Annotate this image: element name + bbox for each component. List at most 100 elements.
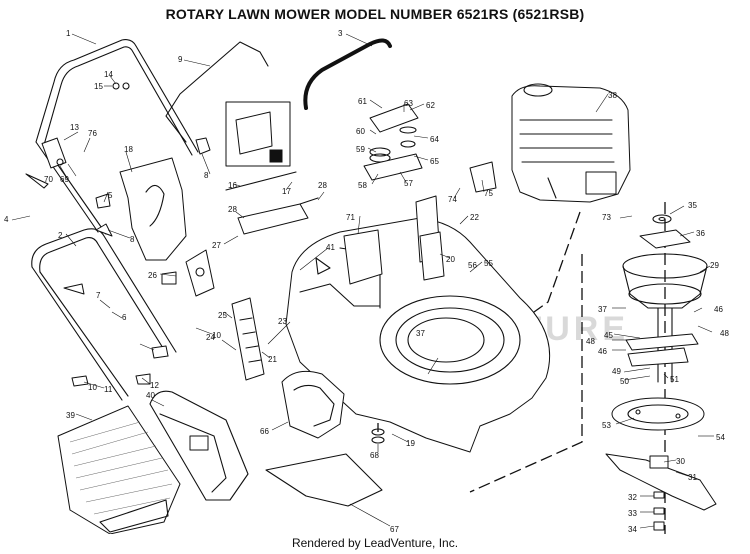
callout-28b: 28 [228, 205, 237, 214]
control-cable [303, 38, 392, 110]
callout-15: 15 [94, 82, 103, 91]
callout-13: 13 [70, 123, 79, 132]
callout-3: 3 [338, 29, 343, 38]
callout-27: 27 [212, 241, 221, 250]
callout-2: 2 [58, 231, 63, 240]
callout-34: 34 [628, 525, 637, 534]
callout-31: 31 [688, 473, 697, 482]
credit-footer: Rendered by LeadVenture, Inc. [291, 536, 459, 550]
callout-50: 50 [620, 377, 629, 386]
callout-36: 36 [696, 229, 705, 238]
blade-baffle [622, 253, 708, 309]
callout-59: 59 [356, 145, 365, 154]
callout-16: 16 [228, 181, 237, 190]
callout-68: 68 [370, 451, 379, 460]
mulch-plug [265, 453, 383, 507]
callout-33: 33 [628, 509, 637, 518]
cutting-blade [605, 453, 717, 511]
callout-22: 22 [470, 213, 479, 222]
callout-1: 1 [66, 29, 71, 38]
callout-51: 51 [670, 375, 679, 384]
blade-shaft [625, 307, 699, 383]
parts-diagram: LEADVENTURE [4, 29, 729, 534]
callout-14: 14 [104, 70, 113, 79]
callout-8a: 8 [130, 235, 135, 244]
discharge-chute [281, 370, 345, 439]
callout-65: 65 [430, 157, 439, 166]
bag-frame [149, 390, 249, 501]
callout-12: 12 [150, 381, 159, 390]
callout-75: 75 [484, 189, 493, 198]
callout-9: 9 [178, 55, 183, 64]
callout-74: 74 [448, 195, 457, 204]
callout-7: 7 [96, 291, 101, 300]
callout-19: 19 [406, 439, 415, 448]
callout-67: 67 [390, 525, 399, 534]
callout-26: 26 [148, 271, 157, 280]
callout-63: 63 [404, 99, 413, 108]
callout-41: 41 [326, 243, 335, 252]
callout-76: 76 [88, 129, 97, 138]
callout-54: 54 [716, 433, 725, 442]
height-adjuster-left [185, 249, 215, 297]
callout-71: 71 [346, 213, 355, 222]
callout-46a: 46 [714, 305, 723, 314]
assembly-line-engine [519, 211, 581, 323]
washer-35 [652, 214, 672, 224]
callout-29: 29 [710, 261, 719, 270]
callout-48b: 48 [586, 337, 595, 346]
callout-10b: 10 [88, 383, 97, 392]
hardware-nuts [25, 82, 385, 444]
callout-55: 55 [484, 259, 493, 268]
upper-handle [35, 39, 199, 235]
callout-39: 39 [66, 411, 75, 420]
callout-32: 32 [628, 493, 637, 502]
callout-11: 11 [104, 385, 113, 394]
callout-61: 61 [358, 97, 367, 106]
callout-46b: 46 [598, 347, 607, 356]
lower-handle [31, 228, 177, 401]
callout-37b: 37 [416, 329, 425, 338]
callout-45: 45 [604, 331, 613, 340]
callout-8b: 8 [204, 171, 209, 180]
callout-70: 70 [44, 175, 53, 184]
bracket-20 [415, 195, 445, 281]
callout-25: 25 [218, 311, 227, 320]
callout-37a: 37 [598, 305, 607, 314]
spacer-36 [639, 229, 691, 249]
callout-56: 56 [468, 261, 477, 270]
control-rod [165, 41, 269, 143]
callout-23: 23 [278, 317, 287, 326]
callout-17: 17 [282, 187, 291, 196]
rear-shield [119, 157, 187, 261]
callout-18: 18 [124, 145, 133, 154]
callout-28a: 28 [318, 181, 327, 190]
engine [511, 83, 631, 203]
callout-24: 24 [206, 333, 215, 342]
grass-bag [57, 405, 181, 534]
callout-48a: 48 [720, 329, 729, 338]
callout-10a: 10 [212, 331, 221, 340]
callout-49: 49 [612, 367, 621, 376]
callout-73: 73 [602, 213, 611, 222]
assembly-line-deck-right [469, 254, 583, 493]
callout-57: 57 [404, 179, 413, 188]
axle-rod [225, 171, 297, 191]
blade-adapter [611, 397, 705, 431]
label-panel [225, 101, 291, 167]
callout-62: 62 [426, 101, 435, 110]
callout-35: 35 [688, 201, 697, 210]
pulley-assembly [363, 103, 423, 181]
leader-lines [11, 33, 714, 529]
callout-30: 30 [676, 457, 685, 466]
callout-40: 40 [146, 391, 155, 400]
callout-4: 4 [4, 215, 9, 224]
callout-53: 53 [602, 421, 611, 430]
callout-64: 64 [430, 135, 439, 144]
callout-20: 20 [446, 255, 455, 264]
height-adjuster-right [231, 297, 265, 381]
callout-38: 38 [608, 91, 617, 100]
hinge-plate [237, 197, 319, 235]
callout-58: 58 [358, 181, 367, 190]
blade-bolt-hardware [653, 491, 665, 531]
